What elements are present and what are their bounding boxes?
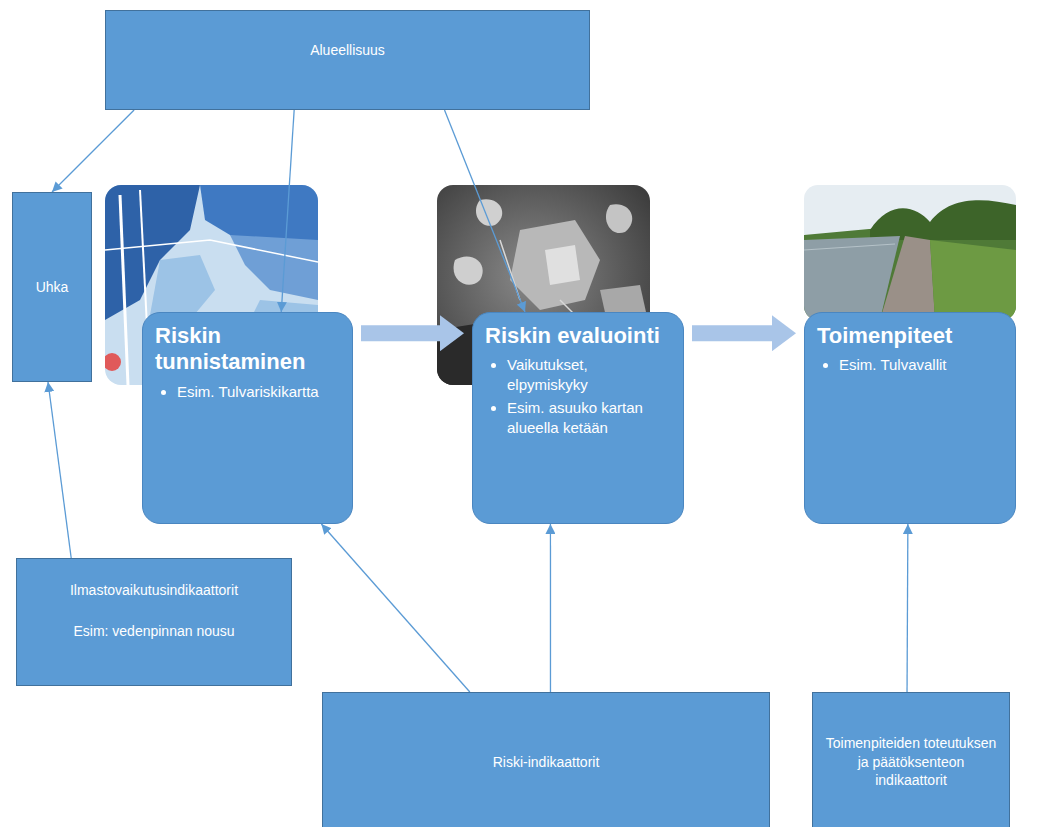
- bullet-list: Vaikutukset, elpymiskykyEsim. asuuko kar…: [485, 355, 671, 437]
- label-box: Uhka: [12, 192, 92, 382]
- connector-arrow: [550, 524, 551, 692]
- process-box: Riskin tunnistaminenEsim. Tulvariskikart…: [142, 312, 353, 524]
- box-title: Toimenpiteet: [817, 323, 1003, 349]
- bullet-list: Esim. Tulvavallit: [817, 355, 1003, 375]
- label-box: Alueellisuus: [105, 10, 590, 110]
- box-title: Riskin evaluointi: [485, 323, 671, 349]
- connector-arrow: [48, 382, 71, 558]
- process-box: Riskin evaluointiVaikutukset, elpymiskyk…: [472, 312, 684, 524]
- bullet-text: Vaikutukset, elpymiskyky: [507, 355, 671, 394]
- flow-arrow: [361, 325, 440, 341]
- connector-arrow: [52, 110, 134, 192]
- label-box: Toimenpiteiden toteutuksen ja päätöksent…: [812, 692, 1010, 827]
- bullet-text: Esim. asuuko kartan alueella ketään: [507, 398, 671, 437]
- box-text: Uhka: [36, 278, 69, 297]
- box-text: Alueellisuus: [310, 41, 385, 60]
- box-text: Esim: vedenpinnan nousu: [73, 622, 234, 641]
- process-box: ToimenpiteetEsim. Tulvavallit: [804, 312, 1016, 524]
- connector-arrow: [906, 524, 908, 692]
- bullet-text: Esim. Tulvariskikartta: [177, 382, 340, 402]
- box-text: Toimenpiteiden toteutuksen ja päätöksent…: [823, 734, 999, 791]
- box-text: Riski-indikaattorit: [493, 753, 600, 772]
- flood-embankment-photo: [804, 185, 1016, 320]
- bullet-text: Esim. Tulvavallit: [839, 355, 1003, 375]
- box-title: Riskin tunnistaminen: [155, 323, 340, 376]
- bullet-list: Esim. Tulvariskikartta: [155, 382, 340, 402]
- box-text: Ilmastovaikutusindikaattorit: [70, 581, 238, 600]
- connector-arrow: [281, 110, 294, 312]
- label-box: Riski-indikaattorit: [322, 692, 770, 827]
- label-box: IlmastovaikutusindikaattoritEsim: vedenp…: [16, 558, 292, 686]
- flow-arrow: [692, 325, 772, 341]
- connector-arrow: [321, 524, 469, 692]
- connector-arrow: [445, 110, 526, 312]
